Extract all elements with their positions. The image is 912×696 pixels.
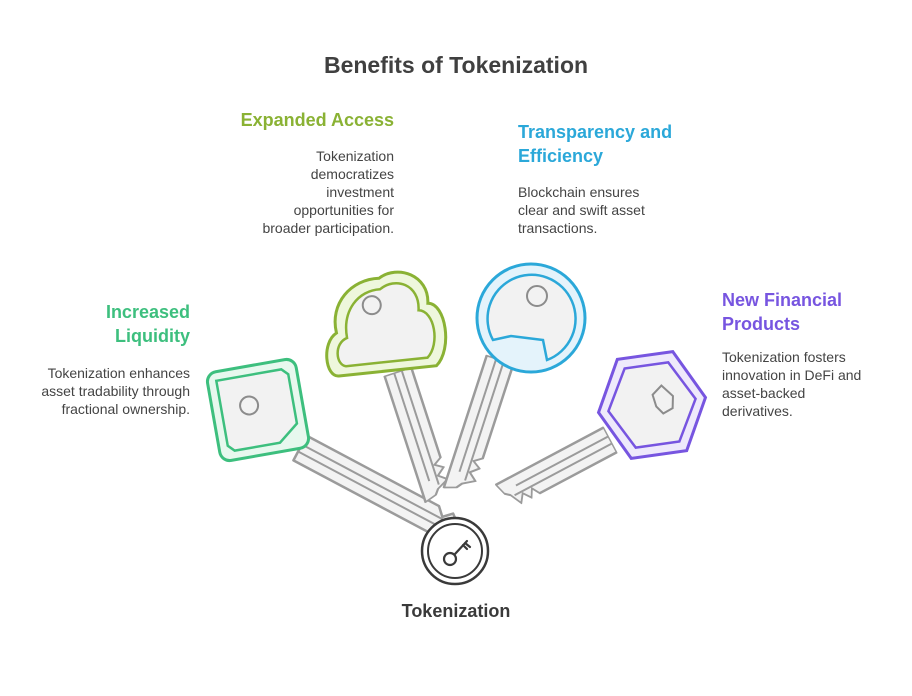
description-line: derivatives. (722, 403, 793, 419)
key-icon (420, 516, 490, 586)
cloud-key-head (325, 270, 448, 378)
heading-line: Expanded Access (240, 110, 394, 130)
description-line: investment (326, 184, 394, 200)
description-line: Tokenization fosters (722, 349, 846, 365)
description-line: transactions. (518, 220, 598, 236)
description-line: asset tradability through (41, 383, 190, 399)
hexagon-key-icon (494, 349, 708, 511)
description-line: opportunities for (293, 202, 394, 218)
heading-line: Liquidity (115, 326, 190, 346)
expanded-access-description: Tokenization democratizes investment opp… (262, 147, 394, 237)
increased-liquidity-description: Tokenization enhances asset tradability … (41, 364, 190, 418)
expanded-access-heading: Expanded Access (241, 108, 394, 132)
description-line: Tokenization (316, 148, 394, 164)
heading-line: New Financial (722, 290, 843, 310)
round-key-head (475, 262, 587, 374)
heading-line: Efficiency (518, 146, 604, 166)
diagram-title: Benefits of Tokenization (323, 52, 589, 78)
new-financial-products-description: Tokenization fosters innovation in DeFi … (722, 348, 861, 420)
round-key-icon (442, 262, 587, 498)
description-line: broader participation. (262, 220, 394, 236)
square-key-head (205, 357, 311, 463)
new-financial-products-heading: New Financial Products (722, 288, 842, 336)
increased-liquidity-heading: Increased Liquidity (106, 300, 190, 348)
hexagon-key-blade (494, 426, 618, 511)
description-line: fractional ownership. (61, 401, 190, 417)
hexagon-key-head (596, 349, 708, 461)
description-line: Tokenization enhances (47, 365, 190, 381)
transparency-efficiency-description: Blockchain ensures clear and swift asset… (518, 183, 645, 237)
heading-line: Increased (105, 302, 190, 322)
transparency-efficiency-heading: Transparency and Efficiency (518, 120, 672, 168)
description-line: Blockchain ensures (518, 184, 640, 200)
description-line: democratizes (310, 166, 394, 182)
round-key-blade (442, 354, 515, 498)
increased-liquidity-block: Increased Liquidity (106, 300, 190, 348)
cloud-key-icon (325, 270, 454, 504)
square-key-icon (205, 357, 494, 561)
description-line: clear and swift asset (518, 202, 645, 218)
description-line: asset-backed (722, 385, 806, 401)
heading-line: Transparency and (518, 122, 673, 142)
heading-line: Products (722, 314, 801, 334)
center-label: Tokenization (401, 601, 511, 621)
description-line: innovation in DeFi and (722, 367, 862, 383)
